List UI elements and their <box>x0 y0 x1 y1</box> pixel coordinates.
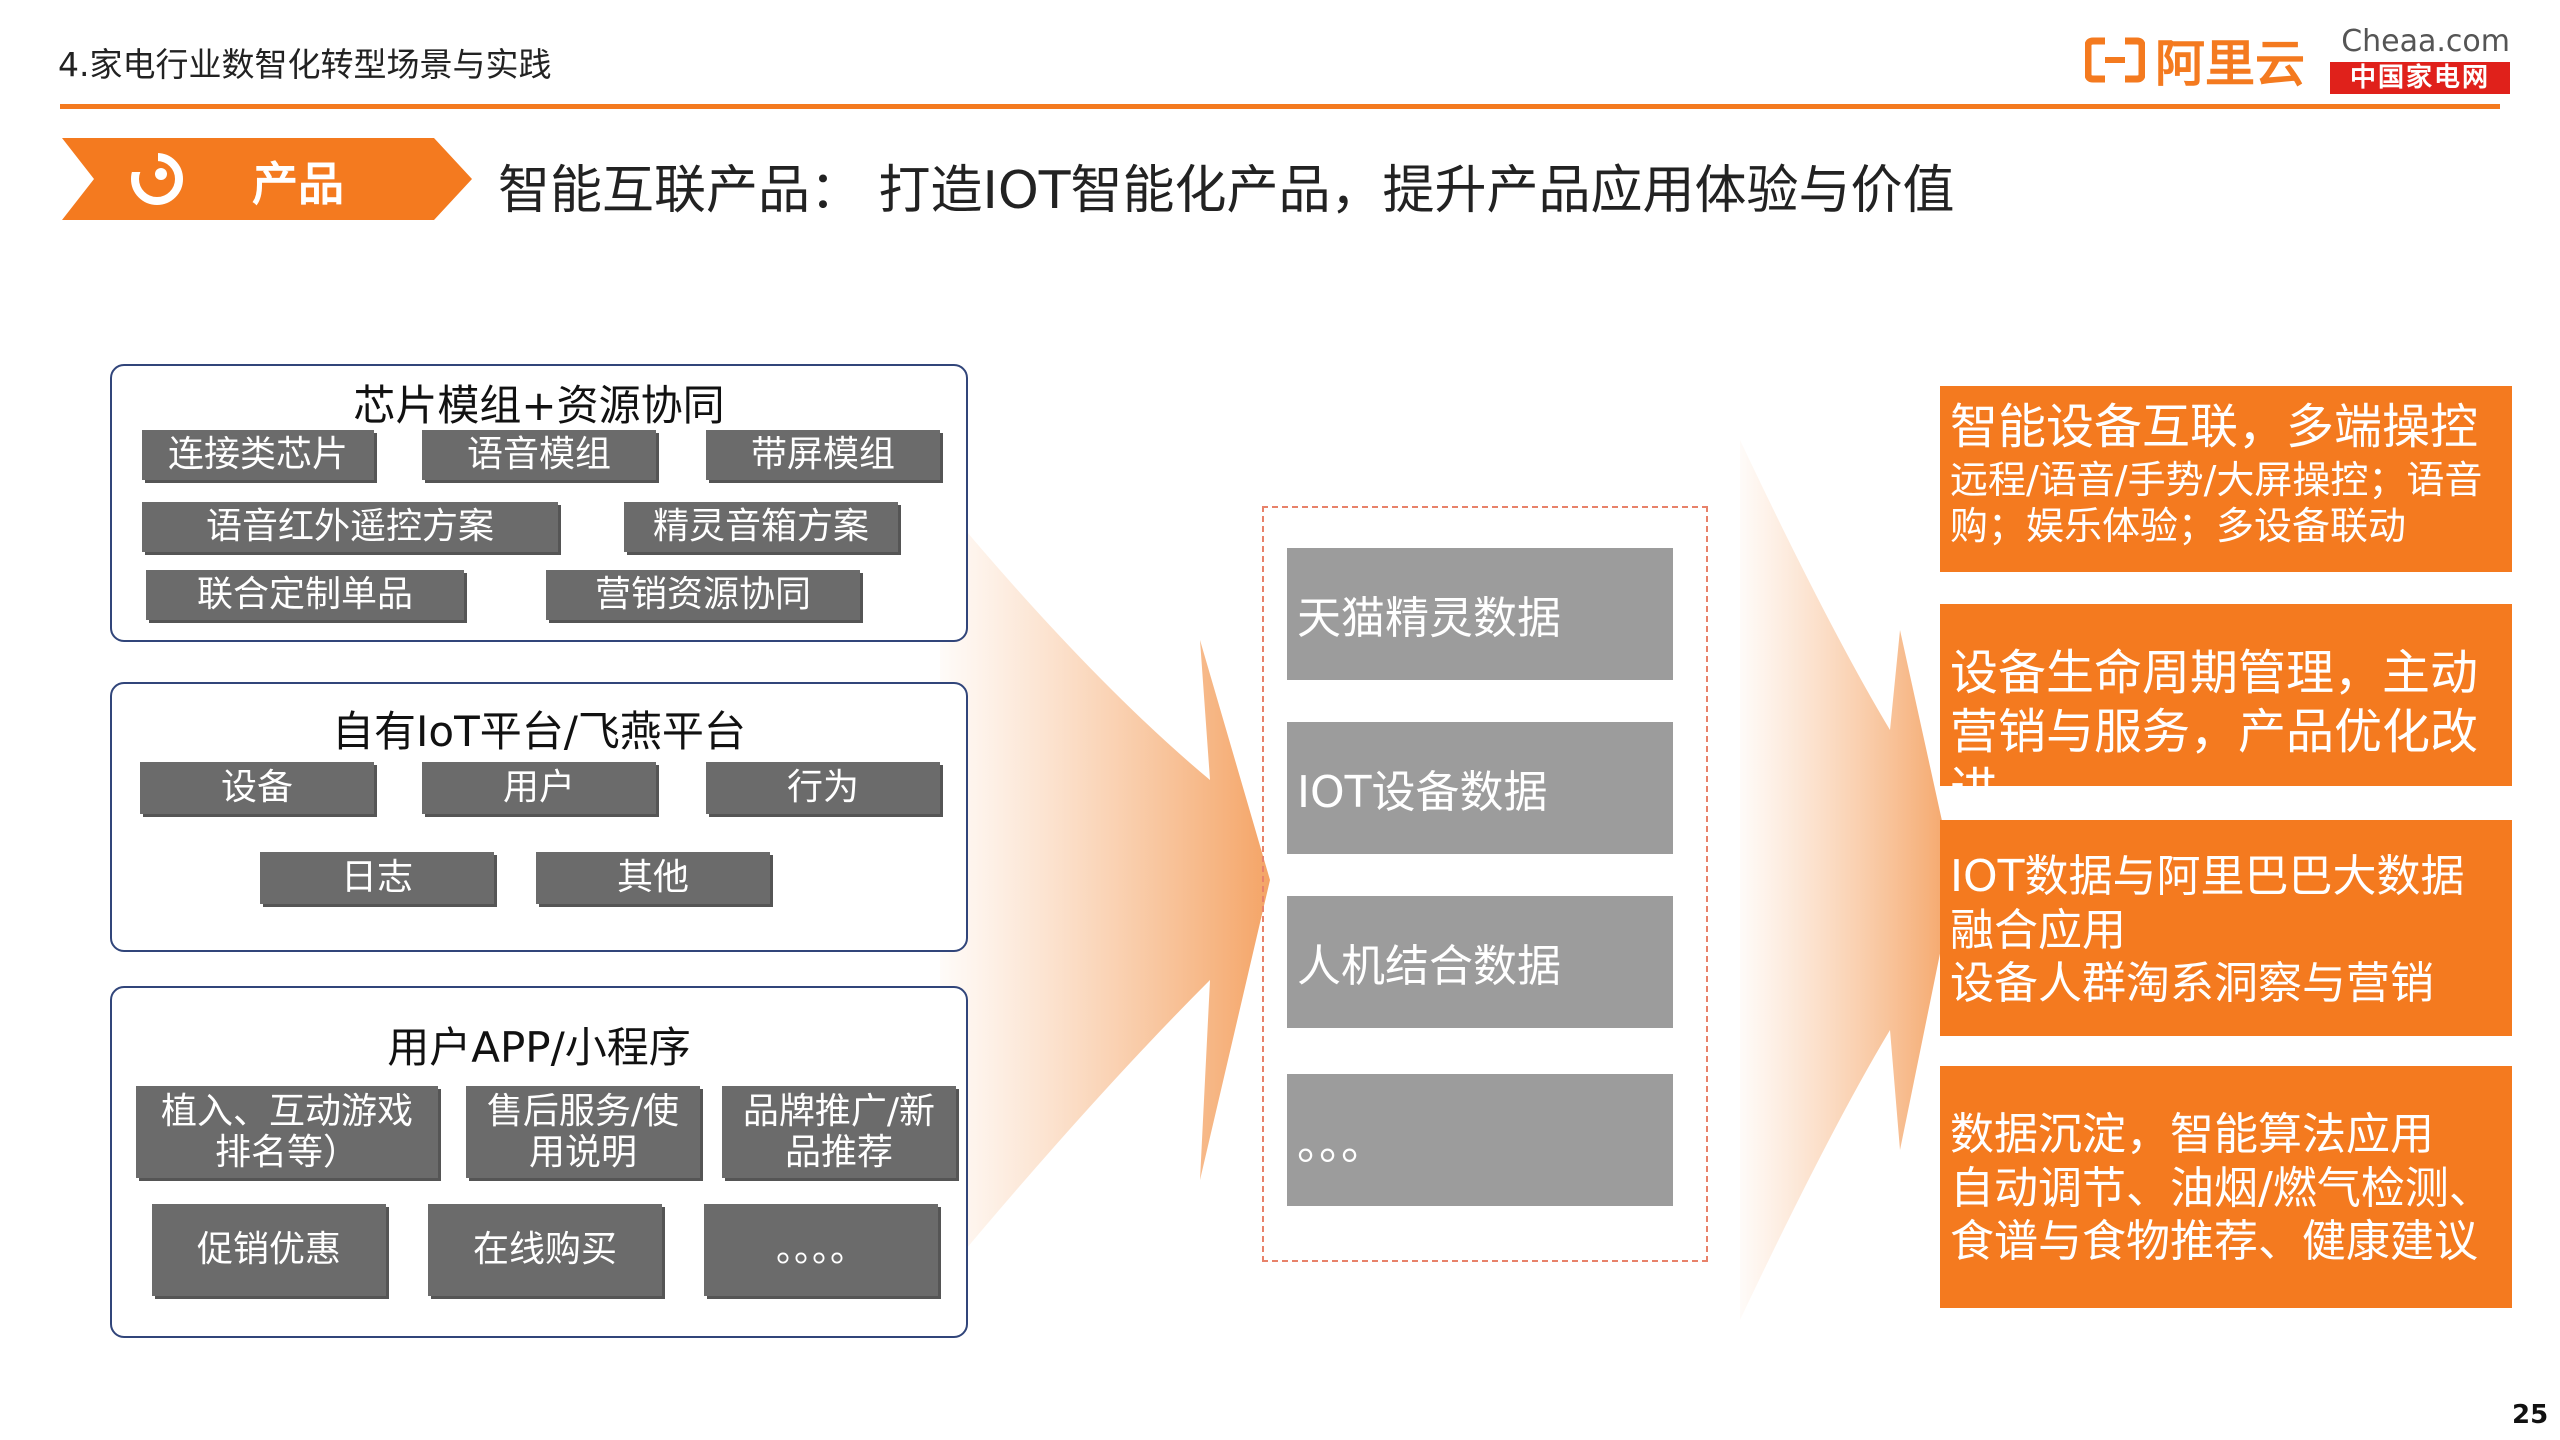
aliyun-logo-text: 阿里云 <box>2155 35 2305 93</box>
cheaa-logo: Cheaa.com 中国家电网 <box>2330 26 2510 96</box>
data-tmall-genie: 天猫精灵数据 <box>1287 548 1673 680</box>
tag-arrow-shape <box>62 138 472 220</box>
value-box-title: 智能设备互联，多端操控 <box>1950 399 2479 455</box>
value-box-detail: 自动调节、油烟/燃气检测、食谱与食物推荐、健康建议 <box>1950 1162 2493 1268</box>
panel-user-app: 用户APP/小程序 植入、互动游戏排名等） 售后服务/使用说明 品牌推广/新品推… <box>110 986 968 1338</box>
header-divider <box>60 104 2500 109</box>
left-arrow-graphic <box>940 500 1270 1280</box>
data-column-frame <box>1262 506 1708 1262</box>
tag-promotions: 促销优惠 <box>152 1204 386 1296</box>
tag-user: 用户 <box>422 762 656 814</box>
value-box-device-interconnect: 智能设备互联，多端操控 远程/语音/手势/大屏操控；语音购；娱乐体验；多设备联动 <box>1940 386 2512 572</box>
section-tag-label: 产品 <box>252 157 344 211</box>
panel-iot-platform: 自有IoT平台/飞燕平台 设备 用户 行为 日志 其他 <box>110 682 968 952</box>
cheaa-logo-top: Cheaa.com <box>2341 24 2510 59</box>
value-box-title: 设备生命周期管理，主动营销与服务，产品优化改进 <box>1950 645 2479 819</box>
tag-device: 设备 <box>140 762 374 814</box>
tag-other: 其他 <box>536 852 770 904</box>
tag-brand-promotion: 品牌推广/新品推荐 <box>722 1086 956 1178</box>
breadcrumb: 4.家电行业数智化转型场景与实践 <box>58 45 552 84</box>
right-arrow-graphic <box>1740 440 1955 1320</box>
panel-title: 芯片模组+资源协同 <box>353 381 725 430</box>
data-more: 。。。 <box>1287 1074 1673 1206</box>
tag-behavior: 行为 <box>706 762 940 814</box>
value-box-algorithms: 数据沉淀，智能算法应用 自动调节、油烟/燃气检测、食谱与食物推荐、健康建议 <box>1940 1066 2512 1308</box>
tag-screen-module: 带屏模组 <box>706 430 940 480</box>
value-box-detail: 设备人群淘系洞察与营销 <box>1950 958 2434 1010</box>
tag-connectivity-chip: 连接类芯片 <box>142 430 374 480</box>
data-human-machine: 人机结合数据 <box>1287 896 1673 1028</box>
panel-chip-modules: 芯片模组+资源协同 连接类芯片 语音模组 带屏模组 语音红外遥控方案 精灵音箱方… <box>110 364 968 642</box>
product-icon <box>131 152 183 205</box>
tag-embedded-games: 植入、互动游戏排名等） <box>136 1086 438 1178</box>
panel-title: 用户APP/小程序 <box>387 1023 691 1072</box>
tag-genie-speaker: 精灵音箱方案 <box>624 502 898 552</box>
panel-title: 自有IoT平台/飞燕平台 <box>332 707 746 756</box>
aliyun-logo: 阿里云 <box>2085 30 2305 93</box>
value-box-title: IOT数据与阿里巴巴大数据融合应用 <box>1950 851 2465 956</box>
cheaa-logo-bottom: 中国家电网 <box>2330 62 2510 94</box>
value-box-lifecycle: 设备生命周期管理，主动营销与服务，产品优化改进 <box>1940 604 2512 818</box>
tag-marketing-resources: 营销资源协同 <box>546 570 860 620</box>
value-box-title: 数据沉淀，智能算法应用 <box>1950 1109 2434 1160</box>
tag-online-purchase: 在线购买 <box>428 1204 662 1296</box>
tag-more: 。。。。 <box>704 1204 938 1296</box>
tag-voice-module: 语音模组 <box>422 430 656 480</box>
page-headline: 智能互联产品： 打造IOT智能化产品，提升产品应用体验与价值 <box>498 161 1955 221</box>
section-tag: 产品 <box>62 138 472 220</box>
value-box-detail: 远程/语音/手势/大屏操控；语音购；娱乐体验；多设备联动 <box>1950 457 2483 548</box>
tag-joint-custom: 联合定制单品 <box>146 570 464 620</box>
data-iot-device: IOT设备数据 <box>1287 722 1673 854</box>
tag-after-sales: 售后服务/使用说明 <box>466 1086 700 1178</box>
tag-log: 日志 <box>260 852 494 904</box>
aliyun-bracket-icon <box>2085 37 2145 83</box>
tag-voice-ir-remote: 语音红外遥控方案 <box>142 502 558 552</box>
page-number: 25 <box>2512 1400 2549 1430</box>
value-box-bigdata: IOT数据与阿里巴巴大数据融合应用 设备人群淘系洞察与营销 <box>1940 820 2512 1036</box>
